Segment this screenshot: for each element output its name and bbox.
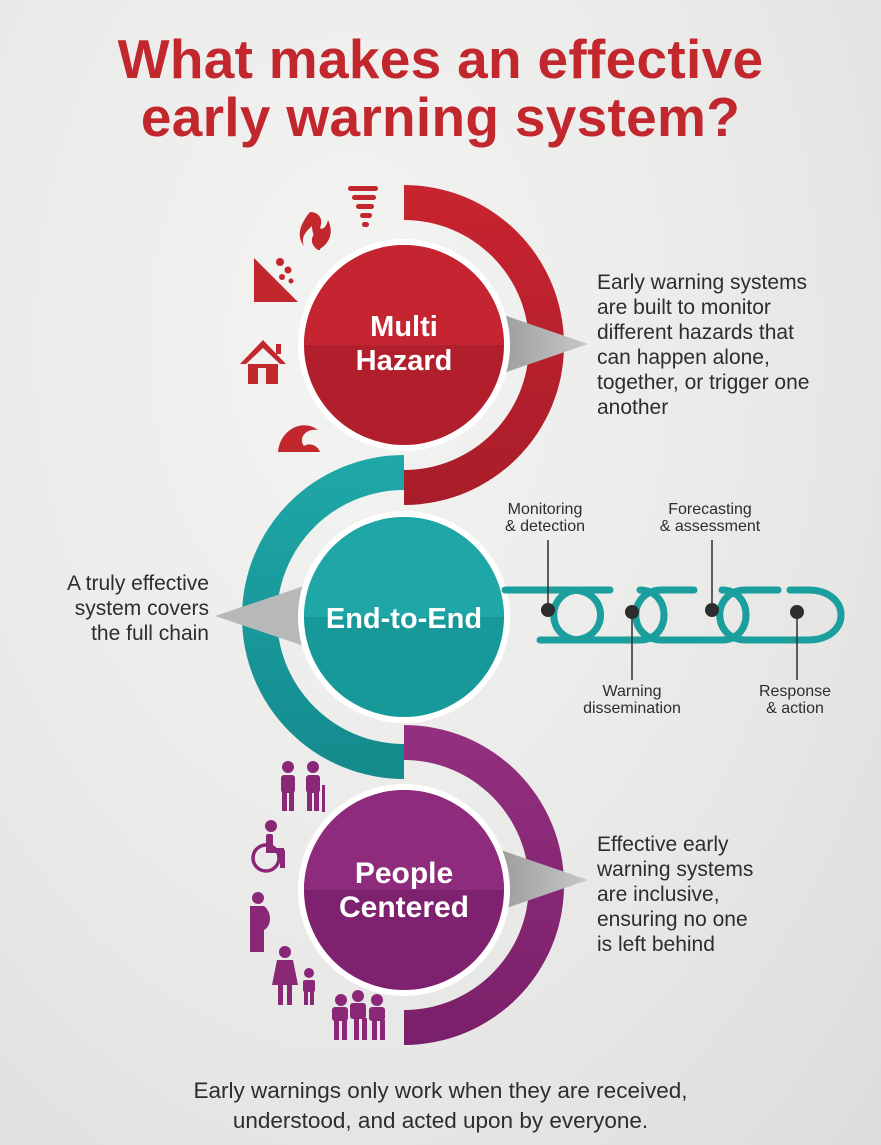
fire-icon <box>299 212 331 250</box>
chain-link-4 <box>716 586 845 644</box>
landslide-icon <box>254 258 298 302</box>
people-centered-ring <box>404 725 564 1045</box>
description-line: different hazards that <box>597 321 794 344</box>
chain-label-line: Response <box>758 683 832 700</box>
chain-label-warning: Warning dissemination <box>562 683 702 717</box>
chain-label-line: Monitoring <box>507 501 583 518</box>
description-line: together, or trigger one <box>597 371 810 394</box>
monitoring-dot <box>541 603 555 617</box>
multi-hazard-label-2: Hazard <box>356 345 453 377</box>
title-line-2: early warning system? <box>140 86 741 148</box>
end-to-end-label: End-to-End <box>326 603 482 635</box>
title-line-1: What makes an effective <box>117 28 764 90</box>
chain-label-line: & assessment <box>659 518 761 535</box>
wheelchair-user-icon <box>251 820 285 873</box>
people-centered-label-1: People <box>355 857 453 890</box>
description-line: A truly effective <box>66 572 209 595</box>
warning-dot <box>625 605 639 619</box>
end-to-end-arrow <box>215 584 310 648</box>
multi-hazard-label-1: Multi <box>370 311 438 343</box>
footer-line-1: Early warnings only work when they are r… <box>193 1078 688 1103</box>
chain-label-line: & detection <box>504 518 586 535</box>
end-to-end-description: A truly effective system covers the full… <box>67 571 209 646</box>
chain-pointers <box>541 540 804 680</box>
chain-label-line: Forecasting <box>668 501 752 518</box>
chain-label-response: Response & action <box>725 683 865 717</box>
people-centered-arrow <box>495 848 588 912</box>
end-to-end-hub <box>298 511 510 723</box>
tornado-icon <box>348 186 378 227</box>
multi-hazard-ring <box>404 185 564 505</box>
description-line: ensuring no one <box>597 908 748 931</box>
end-to-end-ring <box>242 455 404 779</box>
tsunami-wave-icon <box>278 425 320 452</box>
parent-child-icon <box>272 946 315 1005</box>
forecasting-dot <box>705 603 719 617</box>
multi-hazard-description: Early warning systems are built to monit… <box>597 270 809 420</box>
description-line: is left behind <box>597 933 715 956</box>
multi-hazard-hub <box>298 239 510 451</box>
multi-hazard-arrow <box>495 312 588 376</box>
chain-label-forecasting: Forecasting & assessment <box>640 501 780 535</box>
house-damage-icon <box>240 340 286 384</box>
people-centered-hub <box>298 784 510 996</box>
chain-label-line: dissemination <box>583 700 681 717</box>
people-centered-description: Effective early warning systems are incl… <box>597 832 753 957</box>
description-line: another <box>597 396 669 419</box>
chain-label-monitoring: Monitoring & detection <box>475 501 615 535</box>
response-dot <box>790 605 804 619</box>
description-line: are inclusive, <box>597 883 720 906</box>
people-centered-label-2: Centered <box>339 891 469 924</box>
description-line: can happen alone, <box>597 346 770 369</box>
description-line: are built to monitor <box>597 296 771 319</box>
description-line: warning systems <box>597 858 754 881</box>
family-group-icon <box>332 990 385 1040</box>
page-title: What makes an effective early warning sy… <box>0 30 881 146</box>
chain-label-line: & action <box>766 700 824 717</box>
description-line: Effective early <box>597 833 729 856</box>
description-line: Early warning systems <box>597 271 808 294</box>
elderly-couple-icon <box>281 761 325 812</box>
footer-line-2: understood, and acted upon by everyone. <box>232 1108 649 1133</box>
chain-link-2 <box>550 586 668 644</box>
description-line: system covers <box>74 597 209 620</box>
footer-message: Early warnings only work when they are r… <box>0 1076 881 1136</box>
process-chain <box>501 586 845 644</box>
chain-label-line: Warning <box>602 683 662 700</box>
pregnant-woman-icon <box>250 892 270 952</box>
description-line: the full chain <box>91 622 209 645</box>
chain-link-3 <box>632 586 750 644</box>
